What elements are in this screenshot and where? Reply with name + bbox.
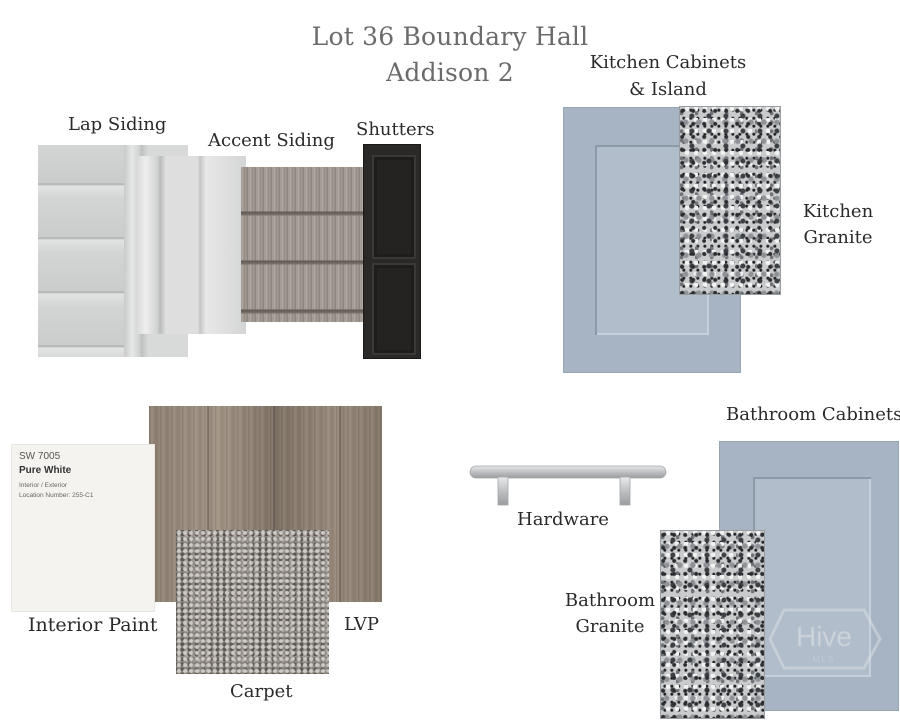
bathroom-granite-swatch — [661, 531, 764, 718]
paint-usage: Interior / Exterior — [19, 482, 68, 489]
lvp-label: LVP — [344, 614, 379, 635]
kitchen-cabinets-label-line2: & Island — [629, 79, 707, 100]
cabinet-pull-hardware — [469, 465, 667, 506]
accent-siding-swatch — [241, 167, 365, 322]
carpet-label: Carpet — [230, 681, 293, 702]
interior-paint-label: Interior Paint — [28, 614, 158, 636]
shutter-swatch — [363, 144, 421, 359]
bathroom-granite-label-line1: Bathroom — [564, 590, 656, 611]
paint-color-card: SW 7005 Pure White Interior / Exterior L… — [12, 445, 154, 611]
board-title-line2: Addison 2 — [386, 58, 514, 87]
carpet-swatch — [176, 530, 329, 674]
kitchen-granite-label-line1: Kitchen — [802, 201, 874, 222]
accent-siding-label: Accent Siding — [208, 130, 335, 151]
bathroom-granite-label-line2: Granite — [575, 616, 645, 637]
hardware-label: Hardware — [517, 509, 609, 530]
bathroom-cabinets-label: Bathroom Cabinets — [726, 404, 900, 425]
hive-mls-logo-icon: Hive MLS — [768, 608, 882, 670]
shutters-label: Shutters — [356, 119, 435, 140]
accent-trim-swatch — [136, 156, 246, 334]
paint-name: Pure White — [19, 465, 72, 476]
board-title-line1: Lot 36 Boundary Hall — [311, 22, 589, 51]
kitchen-cabinets-label-line1: Kitchen Cabinets — [589, 52, 747, 73]
paint-location-number: Location Number: 255-C1 — [19, 492, 94, 499]
watermark-sub: MLS — [813, 655, 835, 664]
lap-siding-label: Lap Siding — [68, 114, 167, 135]
kitchen-granite-swatch — [680, 107, 780, 294]
watermark-brand: Hive — [796, 621, 852, 652]
kitchen-granite-label-line2: Granite — [803, 227, 873, 248]
paint-code: SW 7005 — [19, 451, 61, 462]
